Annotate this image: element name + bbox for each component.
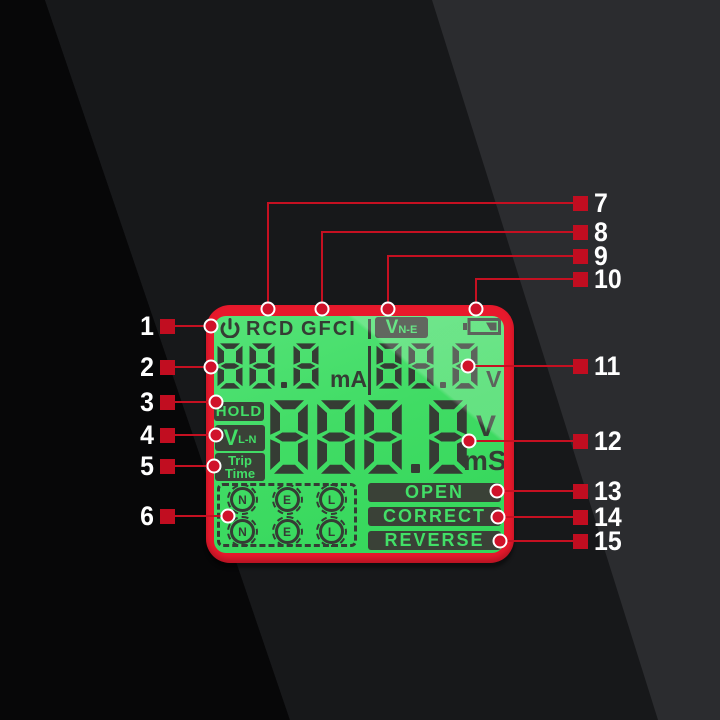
left-display-unit: mA: [330, 366, 368, 392]
trip-line2: Time: [224, 466, 256, 481]
right-display-unit: V: [486, 366, 502, 392]
callout-marker-4: [160, 428, 175, 443]
vne-sub: N-E: [398, 323, 418, 336]
main-display-unit-ms: mS: [463, 445, 504, 476]
seven-segment-digit: [429, 400, 467, 474]
callout-marker-9: [573, 249, 588, 264]
trip-line1: Trip: [228, 453, 252, 468]
terminal-e: E: [271, 484, 303, 515]
trip-time-badge: Trip Time: [215, 453, 265, 481]
terminal-l: L: [316, 484, 347, 515]
terminal-l: L: [316, 516, 347, 547]
callout-marker-7: [573, 196, 588, 211]
callout-number-2: 2: [140, 352, 154, 382]
callout-marker-12: [573, 434, 588, 449]
callout-number-9: 9: [594, 241, 608, 271]
wiring-badge-reverse: REVERSE: [368, 530, 501, 550]
vne-v: V: [385, 317, 399, 338]
callout-marker-5: [160, 459, 175, 474]
hold-badge: HOLD: [214, 402, 264, 421]
decimal-point: [440, 382, 446, 388]
main-display-digits: [268, 398, 469, 476]
terminal-n: N: [227, 484, 258, 515]
callout-marker-11: [573, 359, 588, 374]
callout-marker-2: [160, 360, 175, 375]
callout-marker-14: [573, 510, 588, 525]
callout-number-5: 5: [140, 451, 154, 481]
callout-number-12: 12: [594, 426, 622, 456]
seven-segment-digit: [452, 343, 478, 389]
decimal-point: [411, 464, 420, 473]
callout-marker-6: [160, 509, 175, 524]
seven-segment-digit: [249, 343, 275, 389]
callout-number-1: 1: [140, 311, 154, 341]
seven-segment-digit: [293, 343, 319, 389]
seven-segment-digit: [217, 343, 243, 389]
seven-segment-digit: [408, 343, 434, 389]
left-display-digits: [216, 342, 320, 390]
callout-marker-3: [160, 395, 175, 410]
vln-sub: L-N: [238, 434, 257, 446]
seven-segment-digit: [376, 343, 402, 389]
terminal-n: N: [227, 516, 258, 547]
seven-segment-digit: [270, 400, 308, 474]
callout-number-14: 14: [594, 502, 622, 532]
power-icon: [220, 318, 240, 338]
callout-number-13: 13: [594, 476, 622, 506]
terminal-e: E: [271, 516, 303, 547]
vln-v: V: [223, 425, 239, 450]
callout-number-3: 3: [140, 387, 154, 417]
callout-number-15: 15: [594, 526, 622, 556]
right-display-digits: [375, 342, 479, 390]
callout-number-8: 8: [594, 217, 608, 247]
callout-number-7: 7: [594, 188, 608, 218]
rcd-label: RCD: [246, 318, 296, 340]
seven-segment-digit: [317, 400, 355, 474]
callout-marker-15: [573, 534, 588, 549]
battery-icon: [463, 318, 501, 335]
main-display-unit-v: V: [476, 410, 497, 443]
decimal-point: [281, 382, 287, 388]
status-divider: [368, 319, 371, 339]
gfci-label: GFCI: [301, 318, 357, 340]
callout-number-11: 11: [594, 351, 621, 381]
callout-marker-13: [573, 484, 588, 499]
callout-number-6: 6: [140, 501, 154, 531]
wiring-badge-correct: CORRECT: [368, 506, 501, 526]
callout-number-4: 4: [140, 420, 154, 450]
callout-marker-1: [160, 319, 175, 334]
callout-marker-10: [573, 272, 588, 287]
display-divider: [368, 346, 371, 395]
callout-marker-8: [573, 225, 588, 240]
seven-segment-digit: [364, 400, 402, 474]
wiring-badge-open: OPEN: [368, 482, 501, 502]
callout-number-10: 10: [594, 264, 622, 294]
